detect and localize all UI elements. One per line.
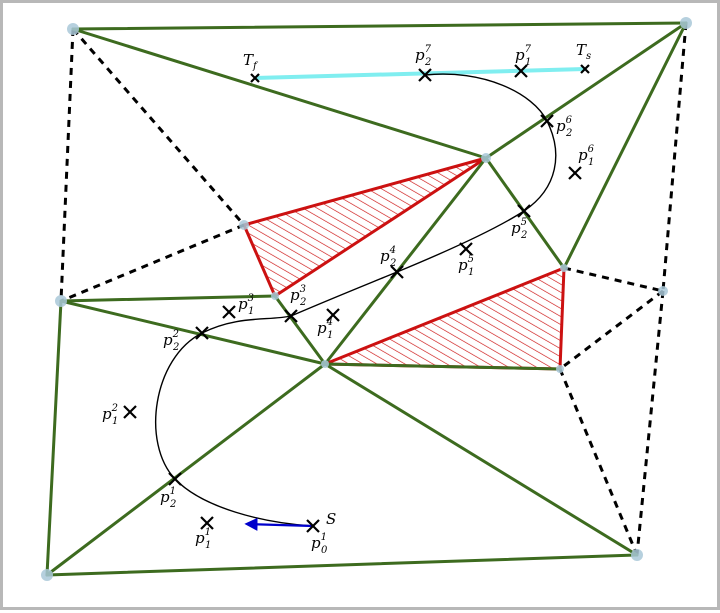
dashed-edges [59, 22, 688, 556]
cross-stroke [195, 326, 209, 340]
dashed-edge [59, 28, 75, 302]
cross-stroke [123, 405, 137, 419]
dashed-edge [661, 22, 688, 292]
cross-stroke [514, 64, 528, 78]
label-T-f: Tf [243, 51, 259, 72]
cross-marker-p2-3 [284, 309, 298, 323]
cross-stroke [568, 166, 582, 180]
cross-stroke [200, 516, 214, 530]
cross-markers [123, 64, 590, 533]
cross-marker-p0-1 [306, 519, 320, 533]
label-S: S [326, 510, 336, 528]
cross-marker-p1-5 [459, 242, 473, 256]
vertices [41, 17, 692, 581]
edge [562, 21, 688, 270]
cross-stroke [517, 204, 531, 218]
edge [45, 362, 327, 577]
vertex [55, 295, 67, 307]
cross-marker-T-s [580, 64, 590, 74]
cross-marker-p1-3 [222, 305, 236, 319]
vertex [271, 292, 279, 300]
vertex [658, 286, 668, 296]
vertex [556, 365, 564, 373]
cross-stroke [580, 64, 590, 74]
cross-stroke [284, 309, 298, 323]
vertex [481, 153, 491, 163]
cross-stroke [459, 242, 473, 256]
vertex [321, 360, 329, 368]
edge [71, 21, 688, 31]
target-segment [254, 67, 586, 80]
obstacle-upper [241, 156, 487, 299]
cross-stroke [390, 265, 404, 279]
edge [273, 294, 327, 366]
cross-marker-p1-6 [568, 166, 582, 180]
edge [323, 156, 488, 366]
direction-arrow [244, 517, 314, 531]
vertex [631, 549, 643, 561]
cross-marker-p2-1 [168, 472, 182, 486]
cross-marker-p2-7 [418, 68, 432, 82]
cross-stroke [250, 73, 260, 83]
cross-marker-p2-4 [390, 265, 404, 279]
dashed-edge [559, 289, 664, 371]
cross-marker-p1-7 [514, 64, 528, 78]
cross-marker-p1-4 [326, 308, 340, 322]
cross-marker-p2-5 [517, 204, 531, 218]
vertex [680, 17, 692, 29]
cross-marker-p1-1 [200, 516, 214, 530]
cross-marker-p2-2 [195, 326, 209, 340]
cross-stroke [540, 114, 554, 128]
vertex [560, 264, 568, 272]
label-T-s: Ts [576, 41, 591, 62]
edge [323, 362, 639, 557]
edge [45, 553, 639, 577]
edge [45, 299, 63, 577]
cross-stroke [326, 308, 340, 322]
triangulation-edges [45, 21, 688, 577]
edge [71, 27, 488, 160]
dashed-edge [563, 266, 664, 293]
cross-stroke [168, 472, 182, 486]
edge [59, 299, 327, 366]
edge [323, 362, 562, 371]
cross-marker-p2-6 [540, 114, 554, 128]
dashed-edge [60, 223, 245, 303]
dashed-edge [558, 368, 639, 556]
vertex [41, 569, 53, 581]
cross-stroke [418, 68, 432, 82]
cross-marker-T-f [250, 73, 260, 83]
cross-stroke [222, 305, 236, 319]
edge [484, 21, 688, 160]
vertex [67, 23, 79, 35]
cross-stroke [306, 519, 320, 533]
dashed-edge [635, 290, 665, 556]
dashed-edge [71, 28, 246, 226]
edge [59, 294, 277, 303]
vertex [239, 220, 249, 230]
cross-marker-p1-2 [123, 405, 137, 419]
